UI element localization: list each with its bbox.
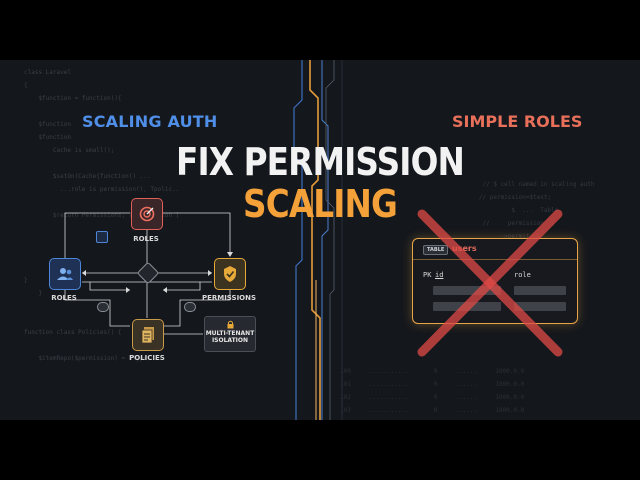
simple-roles-label: SIMPLE ROLES	[452, 112, 583, 131]
shield-check-icon	[224, 266, 236, 282]
table-divider	[413, 259, 577, 260]
cache-badge-icon	[184, 302, 196, 312]
document-stack-icon	[141, 327, 154, 344]
x-cross-icon	[417, 209, 563, 357]
code-background-bottom: 100 ........... 0 ...... 1000.0.0 101 ..…	[340, 368, 525, 414]
role-column: role	[514, 271, 531, 279]
id-column: id	[435, 271, 444, 279]
policies-node	[132, 319, 164, 351]
code-background-right: // $ cell named in scaling auth // permi…	[478, 181, 595, 240]
permissions-label: PERMISSIONS	[201, 294, 257, 302]
thumbnail-frame: class Laravel { $function = function(){ …	[0, 60, 640, 420]
permissions-node	[214, 258, 246, 290]
placeholder-cell	[433, 286, 501, 295]
pk-label: PK	[423, 271, 432, 279]
roles-top-node	[131, 198, 163, 230]
scaling-auth-label: SCALING AUTH	[82, 112, 218, 131]
users-icon	[57, 268, 73, 280]
cache-badge-icon	[96, 231, 108, 243]
roles-left-label: ROLES	[51, 294, 77, 302]
policies-label: POLICIES	[129, 354, 165, 362]
code-background-left: class Laravel { $function = function(){ …	[24, 69, 180, 362]
title-line-2: SCALING	[243, 182, 398, 226]
placeholder-cell	[514, 302, 566, 311]
circuit-lines	[293, 60, 343, 420]
table-badge: TABLE	[423, 245, 449, 255]
table-name: users	[452, 244, 477, 253]
title-line-1: FIX PERMISSION	[175, 140, 465, 184]
target-icon	[139, 206, 155, 222]
cache-badge-icon	[97, 302, 109, 312]
roles-top-label: ROLES	[133, 235, 159, 243]
roles-left-node	[49, 258, 81, 290]
placeholder-cell	[514, 286, 566, 295]
lock-icon	[227, 320, 234, 329]
